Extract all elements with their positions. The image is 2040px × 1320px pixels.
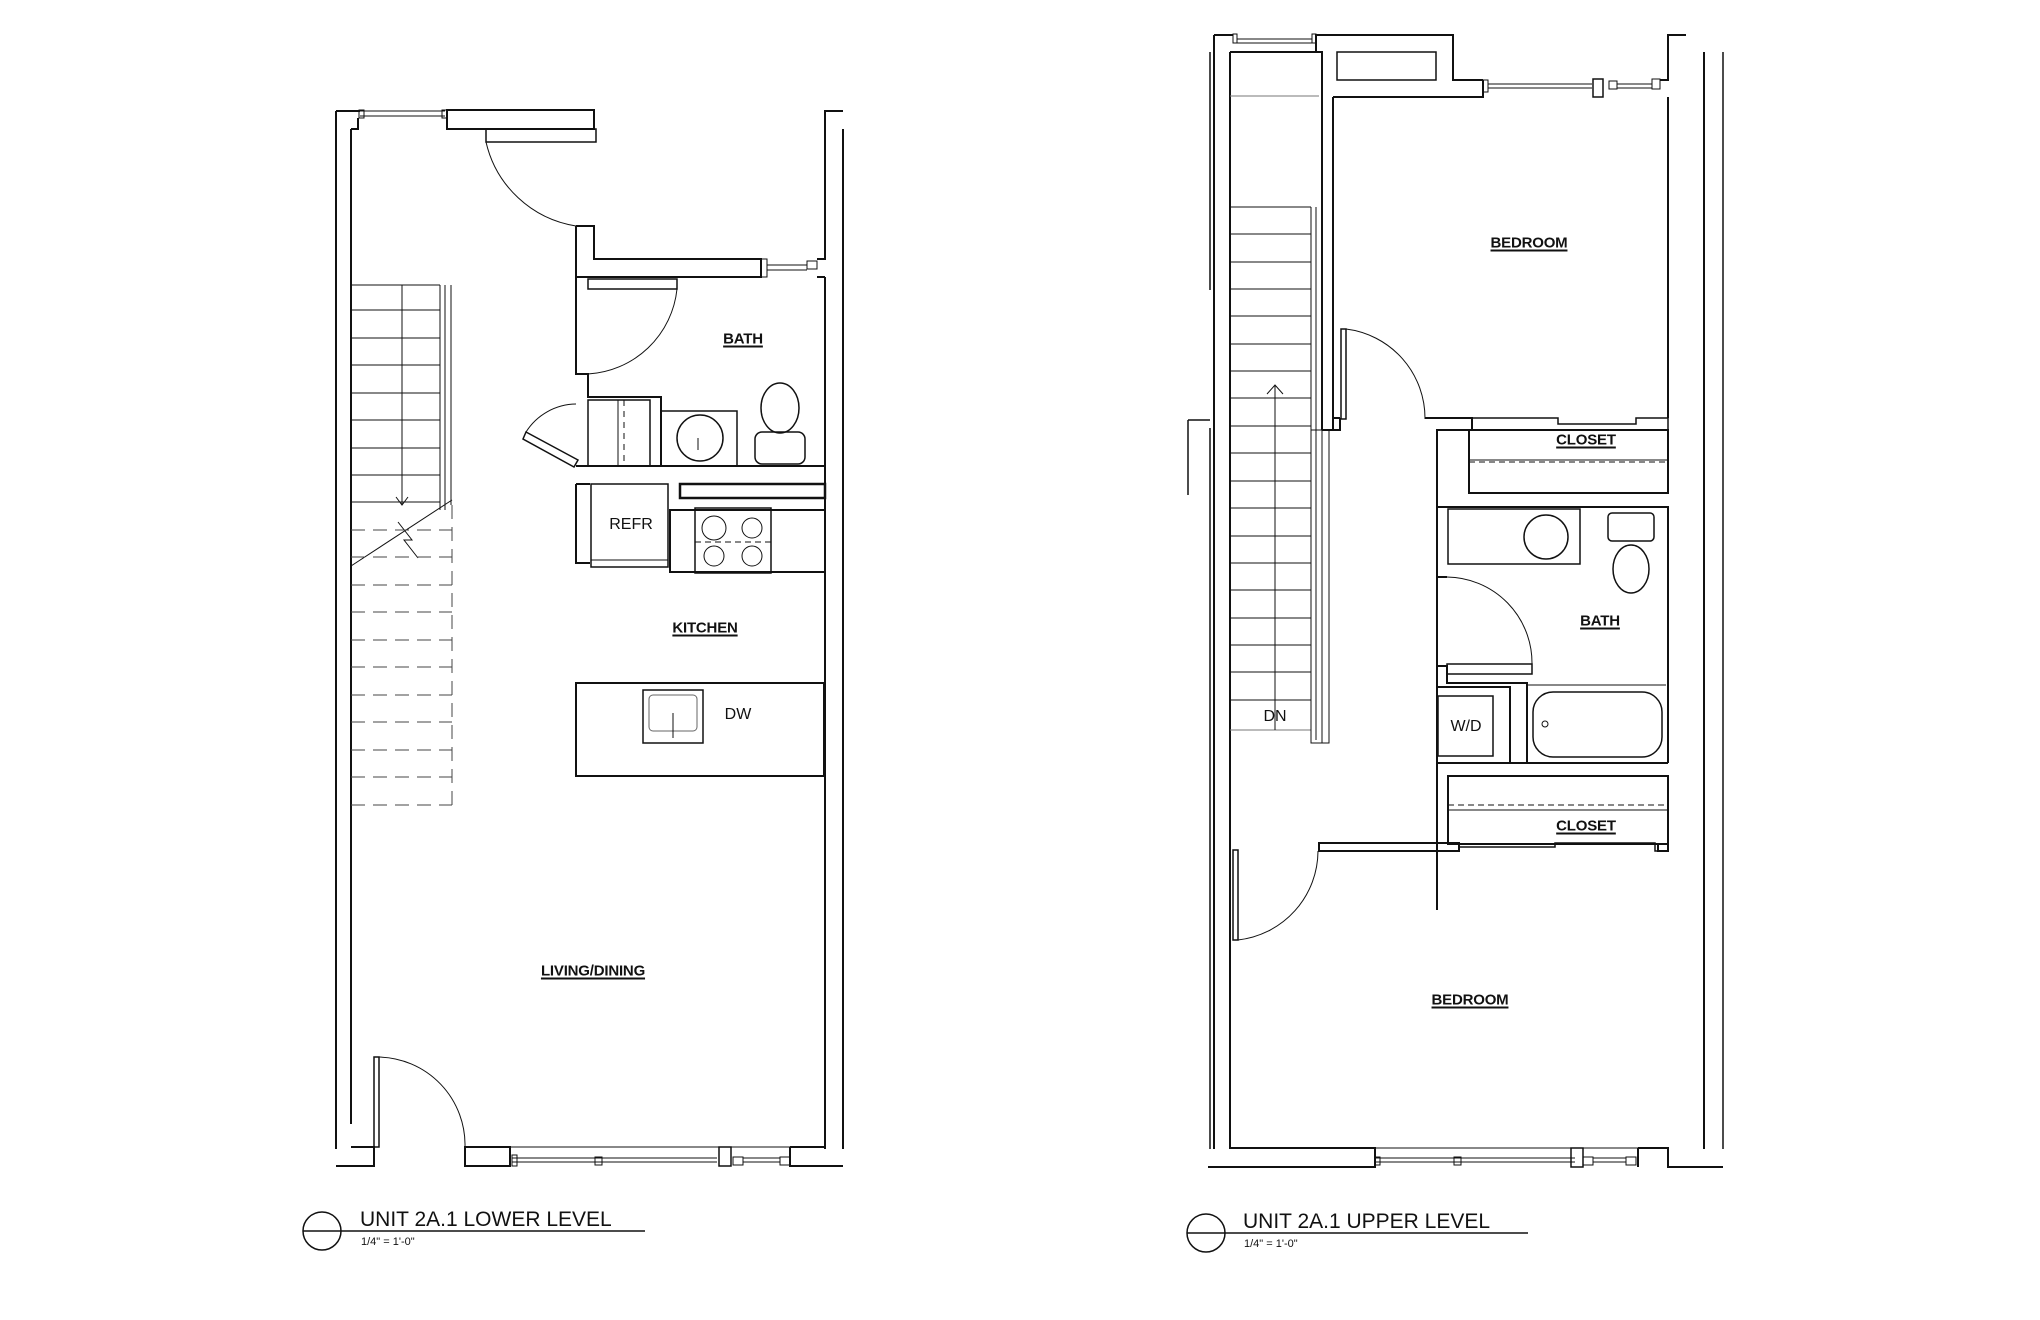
lower-level-scale: 1/4" = 1'-0" — [361, 1236, 415, 1248]
upper-level-title: UNIT 2A.1 UPPER LEVEL — [1243, 1210, 1491, 1233]
room-label-closet-lower: CLOSET — [1556, 817, 1616, 835]
fixture-label-refrigerator: REFR — [609, 516, 653, 533]
room-label-closet-upper: CLOSET — [1556, 431, 1616, 449]
lower-level-title: UNIT 2A.1 LOWER LEVEL — [360, 1208, 612, 1231]
room-label-living-dining: LIVING/DINING — [540, 962, 646, 980]
upper-level-scale: 1/4" = 1'-0" — [1244, 1238, 1298, 1250]
room-label-bedroom-upper: BEDROOM — [1490, 234, 1568, 252]
room-label-bath-lower: BATH — [723, 330, 763, 348]
fixture-label-dishwasher: DW — [724, 706, 752, 723]
room-label-bedroom-lower: BEDROOM — [1431, 991, 1509, 1009]
upper-level-plan — [1186, 33, 1724, 1253]
stair — [350, 284, 453, 806]
room-label-kitchen: KITCHEN — [672, 619, 738, 637]
stair-label-down: DN — [1263, 708, 1287, 725]
room-label-bath-upper: BATH — [1580, 612, 1620, 630]
lower-level-plan — [302, 109, 844, 1251]
fixture-label-washer-dryer: W/D — [1450, 718, 1482, 735]
stair — [1230, 95, 1330, 744]
